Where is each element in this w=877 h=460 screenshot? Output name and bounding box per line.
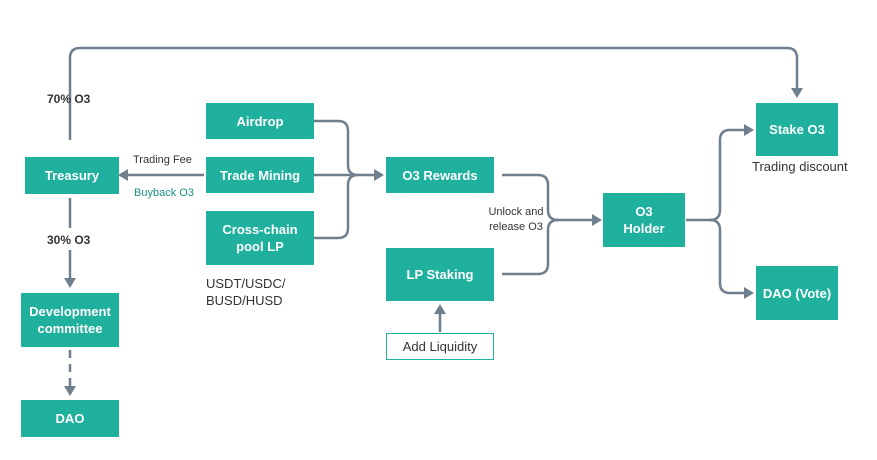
connector-airdrop-merge	[314, 119, 359, 177]
connector-split-to-vote	[709, 218, 744, 295]
dao-node: DAO	[21, 400, 119, 437]
trading-discount-label: Trading discount	[752, 159, 848, 174]
arrowhead-dao	[64, 386, 76, 396]
dao-vote-node: DAO (Vote)	[756, 266, 838, 320]
arrowhead-lp-staking	[434, 304, 446, 314]
connector-lpstaking-merge	[502, 218, 559, 276]
trade-mining-node: Trade Mining	[206, 157, 314, 193]
arrowhead-holder	[592, 214, 602, 226]
arrowhead-dev	[64, 278, 76, 288]
seventy-percent-label: 70% O3	[47, 92, 91, 106]
development-committee-node: Development committee	[21, 293, 119, 347]
arrowhead-vote	[744, 287, 754, 299]
lp-staking-node: LP Staking	[386, 248, 494, 301]
airdrop-node: Airdrop	[206, 103, 314, 139]
add-liquidity-node: Add Liquidity	[386, 333, 494, 360]
connector-split-to-stake	[709, 128, 744, 222]
buyback-o3-label: Buyback O3	[134, 187, 194, 199]
unlock-release-label: Unlock and release O3	[488, 206, 544, 233]
o3-holder-node: O3 Holder	[603, 193, 685, 247]
o3-rewards-node: O3 Rewards	[386, 157, 494, 193]
trading-fee-label: Trading Fee	[133, 154, 192, 166]
stake-o3-node: Stake O3	[756, 103, 838, 156]
connector-crosschain-merge	[314, 173, 359, 240]
arrowhead-o3-rewards	[374, 169, 384, 181]
cross-chain-pool-lp-node: Cross-chain pool LP	[206, 211, 314, 265]
treasury-node: Treasury	[25, 157, 119, 194]
arrowhead-treasury	[118, 169, 128, 181]
thirty-percent-label: 30% O3	[47, 233, 91, 247]
arrowhead-stake-top	[791, 88, 803, 98]
arrowhead-stake	[744, 124, 754, 136]
stablecoins-label: USDT/USDC/ BUSD/HUSD	[206, 276, 286, 308]
connector-rewards-merge	[502, 173, 559, 222]
connector-treasury-to-stake	[68, 46, 799, 140]
